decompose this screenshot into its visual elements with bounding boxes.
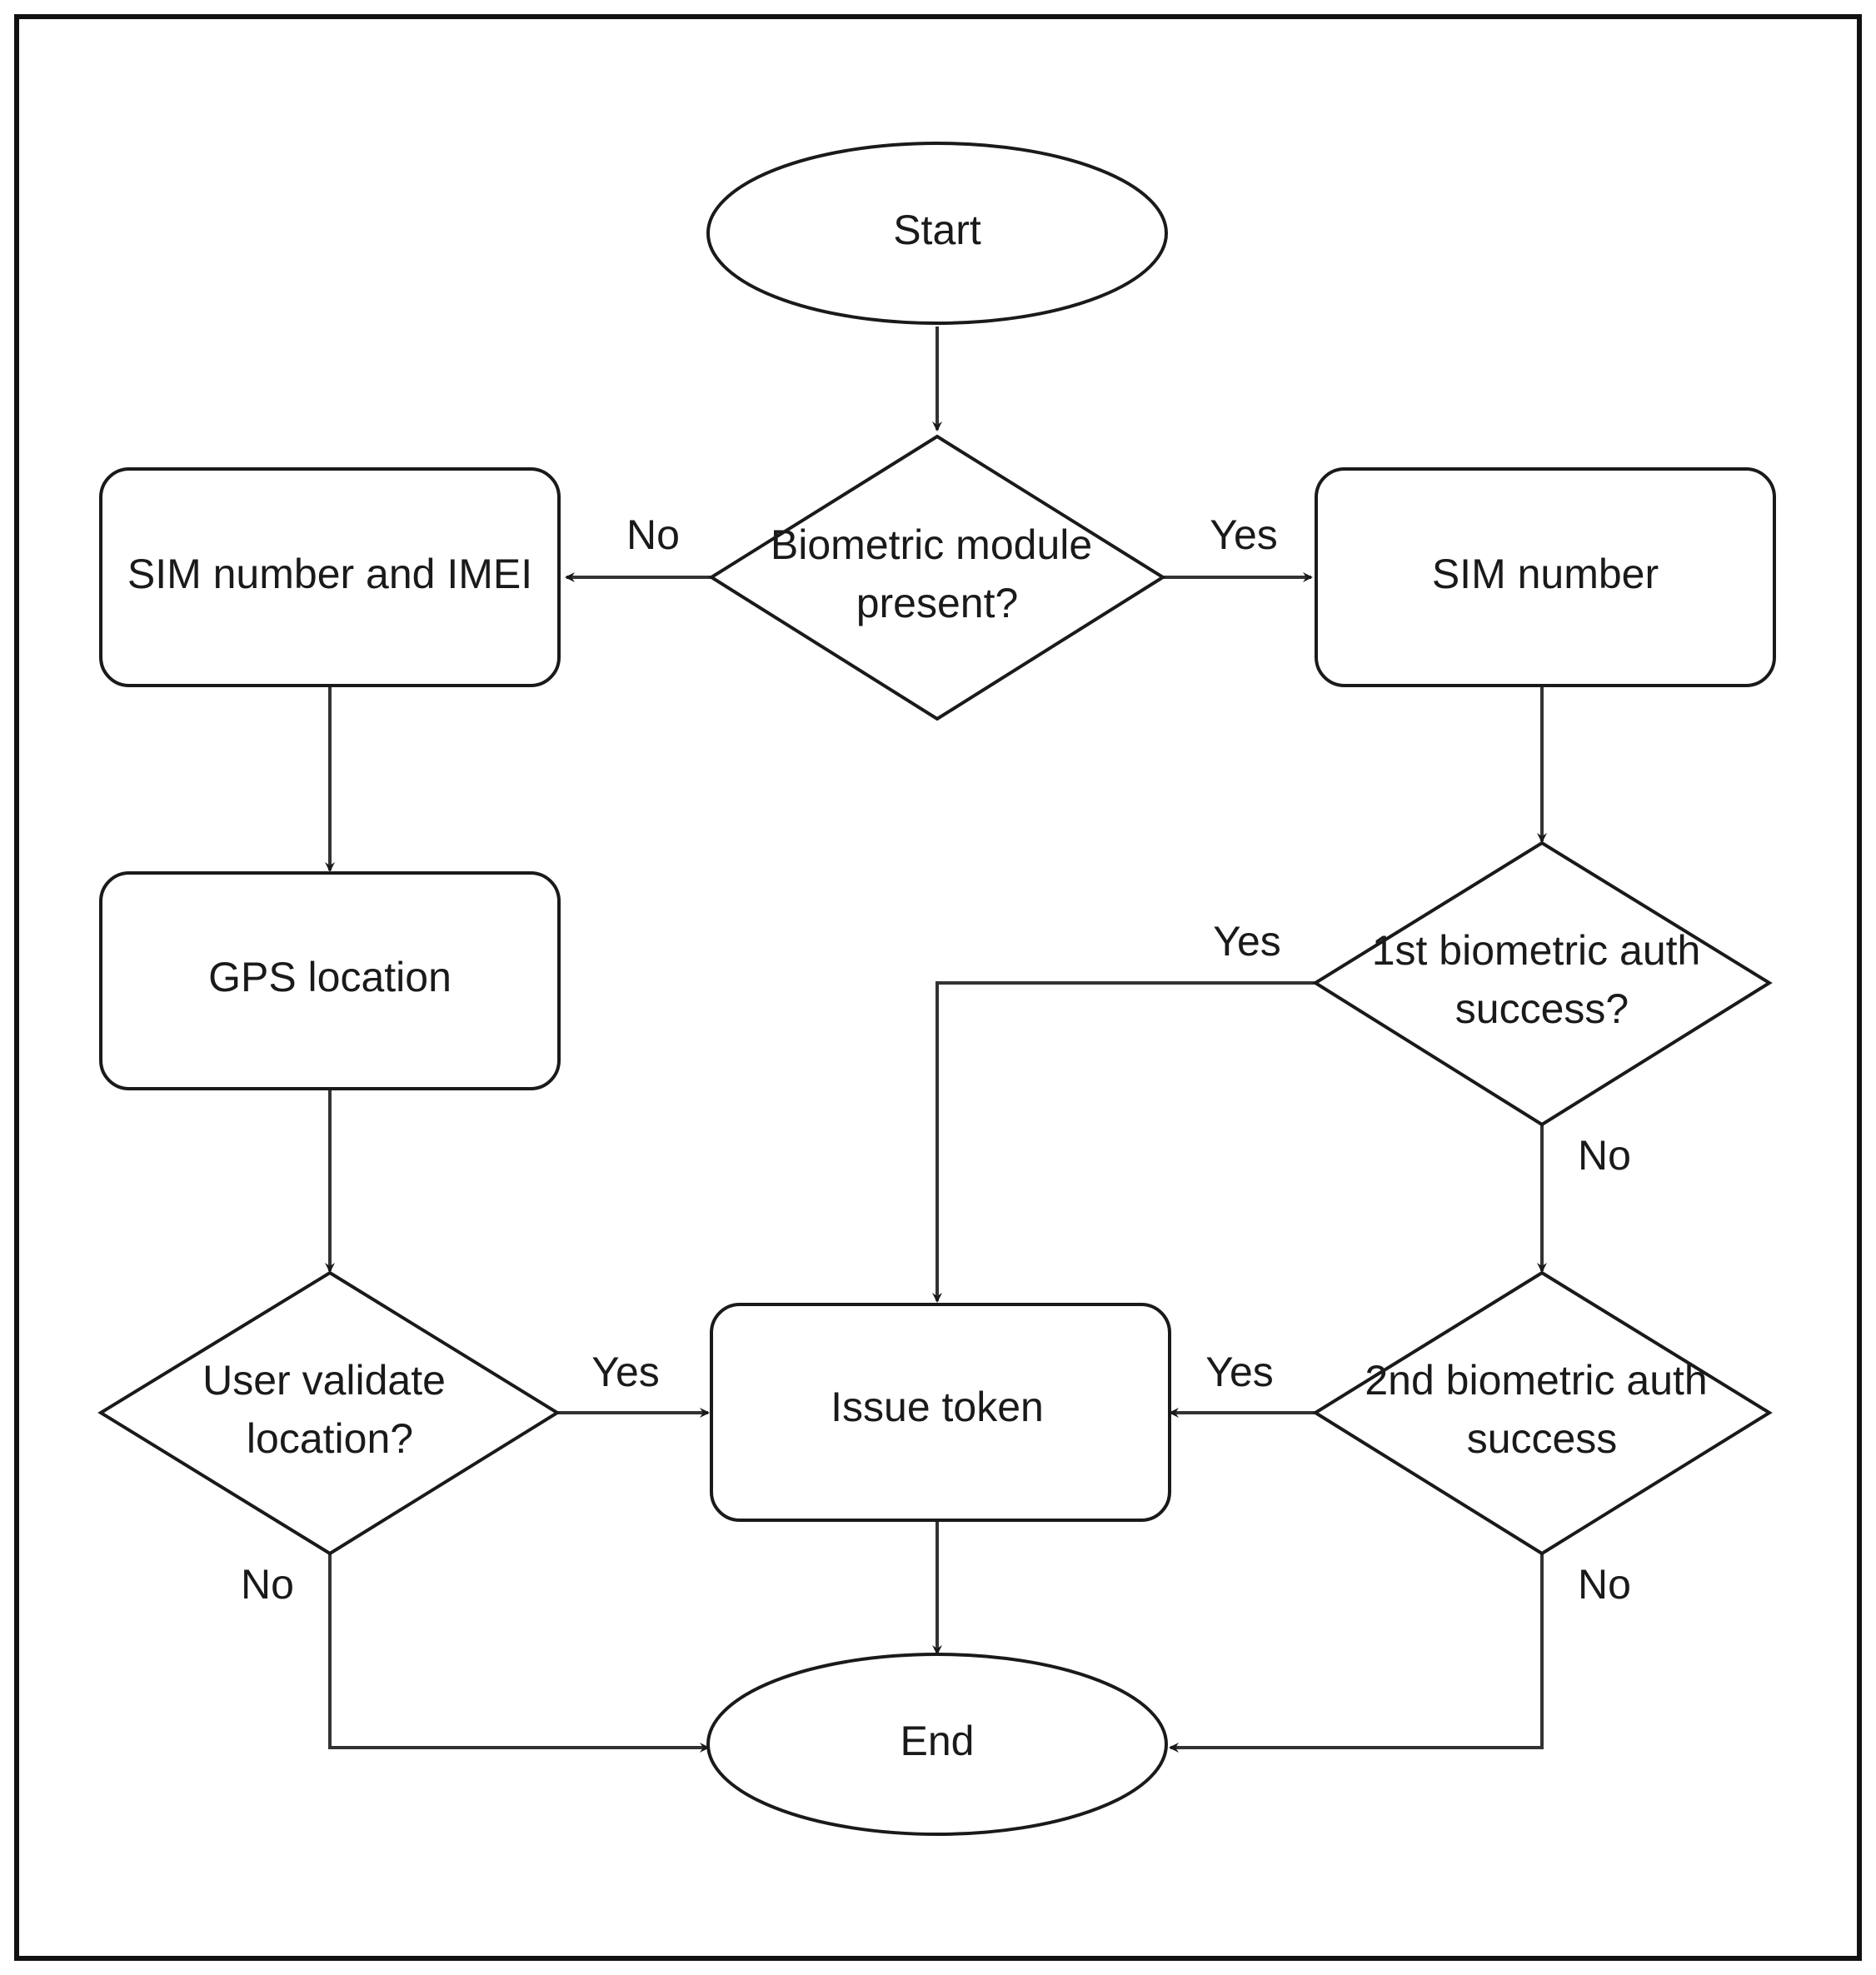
gps-label: GPS location xyxy=(208,954,452,1000)
end-label-line-1: End xyxy=(901,1718,975,1764)
biometric-decision: Biometric module present? xyxy=(708,434,1166,721)
sim-number-box xyxy=(1315,467,1776,687)
gps-node: GPS location xyxy=(99,871,561,1090)
end-label: End xyxy=(901,1718,975,1764)
label-biometric-no: No xyxy=(626,511,680,558)
label-biometric-yes: Yes xyxy=(1210,511,1278,558)
edge-first-auth-yes xyxy=(932,981,1315,1303)
sim-number-label: SIM number xyxy=(1432,551,1659,597)
biometric-label-line-1: Biometric module xyxy=(771,521,1092,568)
biometric-label-line-2: present? xyxy=(856,580,1019,626)
label-second-auth-yes: Yes xyxy=(1205,1349,1274,1395)
label-second-auth-no: No xyxy=(1578,1561,1631,1608)
label-validate-no: No xyxy=(241,1561,294,1608)
sim-imei-label: SIM number and IMEI xyxy=(127,551,532,597)
user-validate-label: User validate location? xyxy=(202,1357,457,1462)
first-auth-decision: 1st biometric auth success? xyxy=(1312,840,1773,1127)
second-auth-label-line-1: 2nd biometric auth xyxy=(1365,1357,1707,1404)
first-auth-diamond xyxy=(1312,840,1773,1127)
first-auth-label: 1st biometric auth success? xyxy=(1372,927,1713,1032)
label-validate-yes: Yes xyxy=(591,1349,660,1395)
label-first-auth-yes: Yes xyxy=(1213,918,1281,965)
start-node: Start xyxy=(706,142,1168,325)
user-validate-decision: User validate location? xyxy=(97,1270,561,1556)
edge-second-auth-no xyxy=(1169,1554,1544,1753)
second-auth-label-line-2: success xyxy=(1467,1415,1618,1462)
start-label: Start xyxy=(893,207,981,253)
gps-box xyxy=(99,871,561,1090)
user-validate-label-line-1: User validate xyxy=(202,1357,446,1404)
end-ellipse xyxy=(706,1653,1168,1836)
start-label-line-1: Start xyxy=(893,207,981,253)
user-validate-label-line-2: location? xyxy=(247,1415,413,1462)
label-first-auth-no: No xyxy=(1578,1132,1631,1179)
second-auth-label: 2nd biometric auth success xyxy=(1365,1357,1719,1462)
start-ellipse xyxy=(706,142,1168,325)
issue-token-label-line-1: Issue token xyxy=(831,1384,1044,1430)
issue-token-box xyxy=(710,1303,1171,1522)
issue-token-label: Issue token xyxy=(831,1384,1044,1430)
issue-token-node: Issue token xyxy=(710,1303,1171,1522)
sim-imei-node: SIM number and IMEI xyxy=(99,467,561,687)
first-auth-label-line-1: 1st biometric auth xyxy=(1372,927,1701,974)
edge-validate-no xyxy=(328,1554,710,1753)
user-validate-diamond xyxy=(97,1270,561,1556)
second-auth-decision: 2nd biometric auth success xyxy=(1312,1270,1773,1556)
second-auth-diamond xyxy=(1312,1270,1773,1556)
sim-imei-label-line-1: SIM number and IMEI xyxy=(127,551,532,597)
sim-number-node: SIM number xyxy=(1315,467,1776,687)
first-auth-label-line-2: success? xyxy=(1455,985,1629,1032)
end-node: End xyxy=(706,1653,1168,1836)
gps-label-line-1: GPS location xyxy=(208,954,452,1000)
biometric-diamond xyxy=(708,434,1166,721)
sim-imei-box xyxy=(99,467,561,687)
biometric-label: Biometric module present? xyxy=(771,521,1104,626)
sim-number-label-line-1: SIM number xyxy=(1432,551,1659,597)
